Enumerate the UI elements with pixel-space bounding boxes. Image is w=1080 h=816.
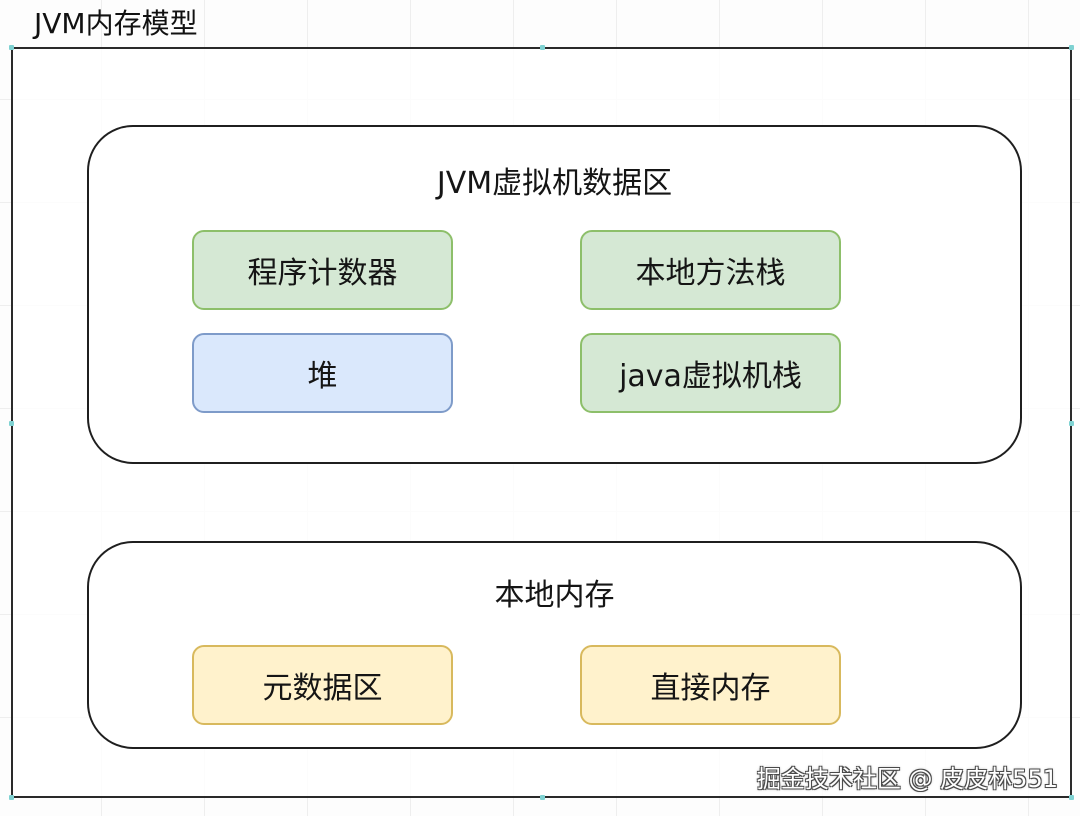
metaspace-box[interactable]: 元数据区 xyxy=(192,645,453,725)
java-vm-stack-label: java虚拟机栈 xyxy=(619,359,802,394)
selection-handle-middle-left xyxy=(9,421,14,426)
java-vm-stack-box[interactable]: java虚拟机栈 xyxy=(580,333,841,413)
selection-handle-bottom-left xyxy=(9,795,14,800)
direct-memory-label: 直接内存 xyxy=(650,671,771,706)
program-counter-label: 程序计数器 xyxy=(247,256,398,291)
native-method-stack-box[interactable]: 本地方法栈 xyxy=(580,230,841,310)
heap-label: 堆 xyxy=(307,359,338,394)
selection-handle-bottom-center xyxy=(540,795,545,800)
heap-box[interactable]: 堆 xyxy=(192,333,453,413)
native-memory-area[interactable]: 本地内存 元数据区 直接内存 xyxy=(87,541,1022,749)
direct-memory-box[interactable]: 直接内存 xyxy=(580,645,841,725)
selection-handle-top-center xyxy=(540,45,545,50)
watermark: 掘金技术社区 @ 皮皮林551 xyxy=(756,765,1058,793)
native-method-stack-label: 本地方法栈 xyxy=(635,256,786,291)
selection-handle-top-right xyxy=(1069,45,1074,50)
program-counter-box[interactable]: 程序计数器 xyxy=(192,230,453,310)
selection-handle-bottom-right xyxy=(1069,795,1074,800)
native-memory-area-label: 本地内存 xyxy=(494,578,615,613)
selection-handle-middle-right xyxy=(1069,421,1074,426)
jvm-runtime-data-area[interactable]: JVM虚拟机数据区 程序计数器 本地方法栈 堆 java虚拟机栈 xyxy=(87,125,1022,464)
diagram-title: JVM内存模型 xyxy=(34,7,198,40)
jvm-runtime-data-area-label: JVM虚拟机数据区 xyxy=(436,166,673,201)
metaspace-label: 元数据区 xyxy=(262,671,383,706)
selection-handle-top-left xyxy=(9,45,14,50)
